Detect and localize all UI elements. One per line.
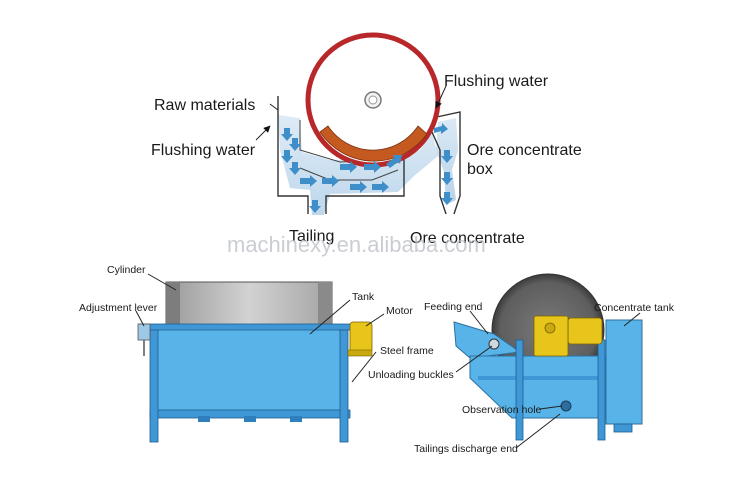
label-flushing-water-left: Flushing water [151,142,256,159]
flow-arrow [386,155,402,168]
cylinder-leader [147,273,177,291]
drum-shaft-inner [368,95,378,105]
flow-arrow [289,138,301,151]
flow-arrow [350,181,367,193]
label-ore-concentrate-box: Ore concentrate [467,142,582,159]
watermark-text: machinexy.en.alibaba.com [227,232,486,257]
label-flushing-water-right: Flushing water [444,73,549,90]
side-frame-leg [515,339,524,441]
side-motor [567,317,603,345]
cylinder-end-right [318,282,332,326]
flow-arrow [441,172,453,185]
observation-hole-leader [539,405,563,410]
concentrate-tank [605,319,643,425]
flow-arrow [364,161,381,173]
side-frame-leg [597,339,606,441]
flow-arrow [281,150,293,163]
adjustment-lever [137,323,151,341]
tank-outlet [198,416,210,422]
label-steel-frame: Steel frame [380,345,434,357]
flow-arrow [340,161,357,173]
flushing-water-left-arrow [255,125,271,141]
concentrate-band [319,125,428,162]
adjustment-lever-leader [135,310,145,327]
flow-arrow [372,181,389,193]
tank-leader [309,299,351,335]
feeding-chute [453,321,522,359]
cylinder-end-left [166,282,180,326]
raw-materials-leader [269,103,279,111]
label-concentrate-tank: Concentrate tank [594,302,675,314]
label-unloading-buckles: Unloading buckles [368,369,454,381]
cylinder [165,281,333,327]
flow-arrow [441,150,453,163]
flow-arrows [281,123,453,213]
unloading-buckles-leader [455,345,493,373]
side-gearbox [533,315,569,357]
flow-arrow [281,128,293,141]
side-view: Feeding end Concentrate tank Unloading b… [368,273,675,455]
flow-arrow [300,175,317,187]
principle-diagram: Raw materials Flushing water Flushing wa… [151,32,582,247]
steel-frame-leader [351,351,377,383]
label-ore-concentrate-box-line2: box [467,161,493,178]
label-observation-hole: Observation hole [462,404,542,416]
gearbox-shaft [544,322,556,334]
label-feeding-end: Feeding end [424,301,483,313]
lower-baffle [299,167,399,181]
concentrate-tank-leader [623,312,641,327]
motor-leader [365,313,385,327]
frame-leg-right [339,329,349,443]
motor-base [347,349,373,357]
tank-body [151,329,347,413]
flow-arrow [441,192,453,205]
concentrate-tank-outlet [613,423,633,433]
flow-arrow [289,162,301,175]
flushing-water-right-arrow [435,85,447,109]
label-cylinder: Cylinder [107,264,146,276]
flow-arrow [322,175,339,187]
flow-arrow [434,123,448,134]
label-tailing: Tailing [289,228,334,245]
label-adjustment-lever: Adjustment lever [79,302,158,314]
tank-outlet [244,416,256,422]
label-raw-materials: Raw materials [154,97,255,114]
label-tank: Tank [352,291,375,303]
label-motor: Motor [386,305,413,317]
front-view: Cylinder Adjustment lever Tank Motor Ste… [79,264,434,443]
frame-leg-left [149,329,159,443]
label-ore-concentrate: Ore concentrate [410,230,525,247]
side-tank-body [469,355,621,419]
feeding-end-leader [469,310,489,335]
tank-outlet [290,416,302,422]
observation-hole [560,400,572,412]
motor-body [349,321,373,353]
flow-arrow [309,200,321,213]
label-tailings-discharge-end: Tailings discharge end [414,443,518,455]
tailings-discharge-leader [515,413,561,449]
concentrate-box-outline [431,111,461,215]
